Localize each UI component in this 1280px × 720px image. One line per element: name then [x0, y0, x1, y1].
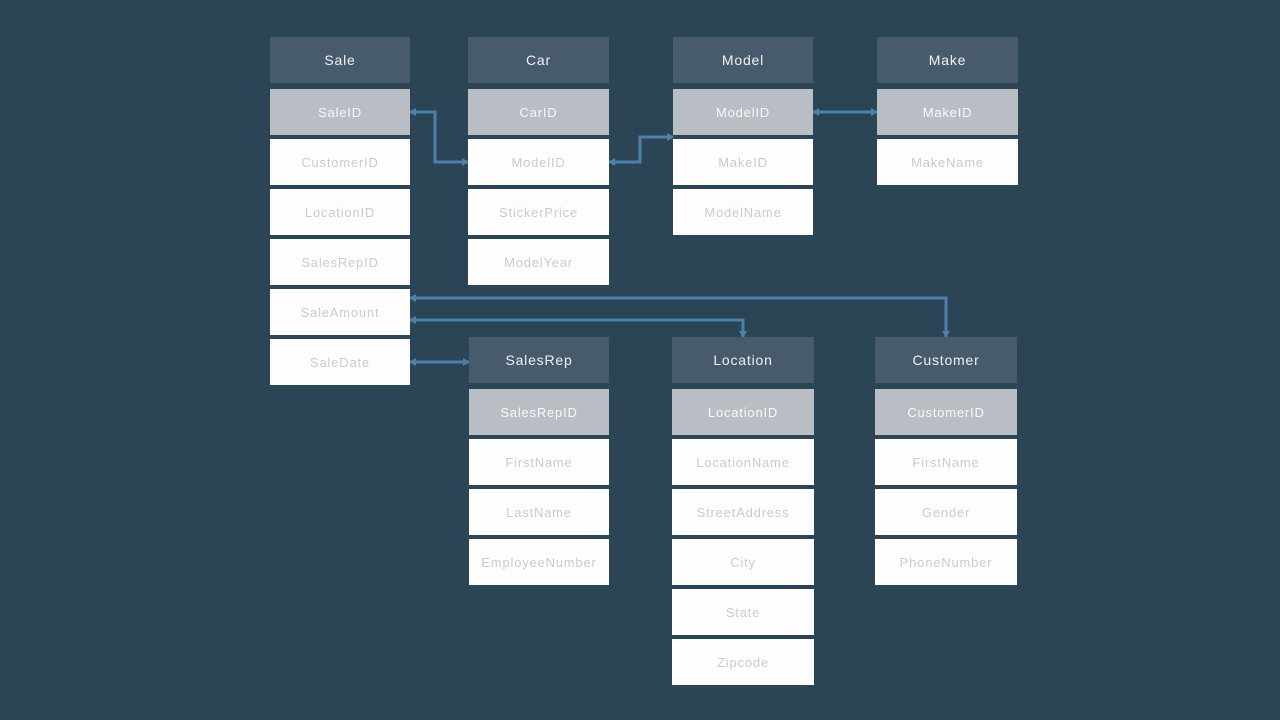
field-label: State	[725, 604, 761, 620]
field-model-makeid: MakeID	[673, 139, 813, 185]
field-sale-saledate: SaleDate	[270, 339, 410, 385]
connector-sale-to-customer-endpoint-start	[409, 294, 416, 302]
field-sale-salesrepid: SalesRepID	[270, 239, 410, 285]
connector-car-to-model-endpoint-start	[608, 158, 615, 166]
field-sale-locationid: LocationID	[270, 189, 410, 235]
connector-sale-to-customer	[410, 296, 948, 337]
table-model-header: Model	[673, 37, 813, 83]
table-car-header: Car	[468, 37, 609, 83]
table-location-header: Location	[672, 337, 814, 383]
field-label: MakeID	[718, 154, 768, 170]
field-sale-saleamount: SaleAmount	[270, 289, 410, 335]
field-label: StickerPrice	[499, 204, 578, 220]
field-car-modelyear: ModelYear	[468, 239, 609, 285]
field-label: CustomerID	[301, 154, 379, 170]
field-label: SaleID	[318, 104, 362, 120]
table-customer-header: Customer	[875, 337, 1017, 383]
field-model-modelname: ModelName	[673, 189, 813, 235]
field-label: City	[730, 554, 756, 570]
field-label: LocationName	[696, 454, 790, 470]
field-sale-customerid: CustomerID	[270, 139, 410, 185]
field-location-city: City	[672, 539, 814, 585]
field-sale-saleid: SaleID	[270, 89, 410, 135]
field-label: EmployeeNumber	[481, 554, 597, 570]
connector-sale-to-location	[410, 318, 745, 337]
field-car-stickerprice: StickerPrice	[468, 189, 609, 235]
field-label: SaleDate	[310, 354, 370, 370]
table-title: Model	[721, 52, 765, 68]
field-location-streetaddress: StreetAddress	[672, 489, 814, 535]
connector-model-to-make-endpoint-start	[812, 108, 819, 116]
field-label: LocationID	[304, 204, 376, 220]
field-label: FirstName	[912, 454, 980, 470]
field-label: LastName	[506, 504, 572, 520]
field-salesrep-employeenumber: EmployeeNumber	[469, 539, 609, 585]
field-customer-customerid: CustomerID	[875, 389, 1017, 435]
field-salesrep-firstname: FirstName	[469, 439, 609, 485]
table-title: Car	[526, 52, 551, 68]
connector-sale-to-location-endpoint-start	[409, 316, 416, 324]
field-label: MakeName	[911, 154, 984, 170]
table-title: Customer	[912, 352, 980, 368]
field-label: PhoneNumber	[899, 554, 993, 570]
table-title: Location	[713, 352, 773, 368]
connector-car-to-model	[609, 135, 673, 164]
field-salesrep-salesrepid: SalesRepID	[469, 389, 609, 435]
field-model-modelid: ModelID	[673, 89, 813, 135]
field-customer-phonenumber: PhoneNumber	[875, 539, 1017, 585]
field-label: ModelYear	[504, 254, 573, 270]
field-car-modelid: ModelID	[468, 139, 609, 185]
field-salesrep-lastname: LastName	[469, 489, 609, 535]
table-salesrep-header: SalesRep	[469, 337, 609, 383]
field-location-state: State	[672, 589, 814, 635]
field-label: MakeID	[922, 104, 973, 120]
field-label: CustomerID	[907, 404, 985, 420]
field-label: FirstName	[505, 454, 573, 470]
field-label: Gender	[921, 504, 971, 520]
table-sale-header: Sale	[270, 37, 410, 83]
field-car-carid: CarID	[468, 89, 609, 135]
field-label: CarID	[519, 104, 558, 120]
field-label: SalesRepID	[301, 254, 379, 270]
field-customer-firstname: FirstName	[875, 439, 1017, 485]
table-make-header: Make	[877, 37, 1018, 83]
table-title: SalesRep	[505, 352, 573, 368]
field-label: Zipcode	[717, 654, 769, 670]
connector-sale-to-salesrep-endpoint-start	[409, 358, 416, 366]
connector-sale-to-car	[410, 110, 468, 164]
connector-sale-to-car-endpoint-start	[409, 108, 416, 116]
field-label: ModelID	[511, 154, 566, 170]
table-title: Make	[928, 52, 967, 68]
field-label: StreetAddress	[696, 504, 790, 520]
field-label: LocationID	[707, 404, 779, 420]
field-location-locationid: LocationID	[672, 389, 814, 435]
table-title: Sale	[324, 52, 356, 68]
field-make-makename: MakeName	[877, 139, 1018, 185]
field-location-zipcode: Zipcode	[672, 639, 814, 685]
field-label: SaleAmount	[300, 304, 380, 320]
field-location-locationname: LocationName	[672, 439, 814, 485]
field-label: ModelID	[715, 104, 770, 120]
field-label: SalesRepID	[500, 404, 578, 420]
field-customer-gender: Gender	[875, 489, 1017, 535]
field-label: ModelName	[704, 204, 782, 220]
field-make-makeid: MakeID	[877, 89, 1018, 135]
